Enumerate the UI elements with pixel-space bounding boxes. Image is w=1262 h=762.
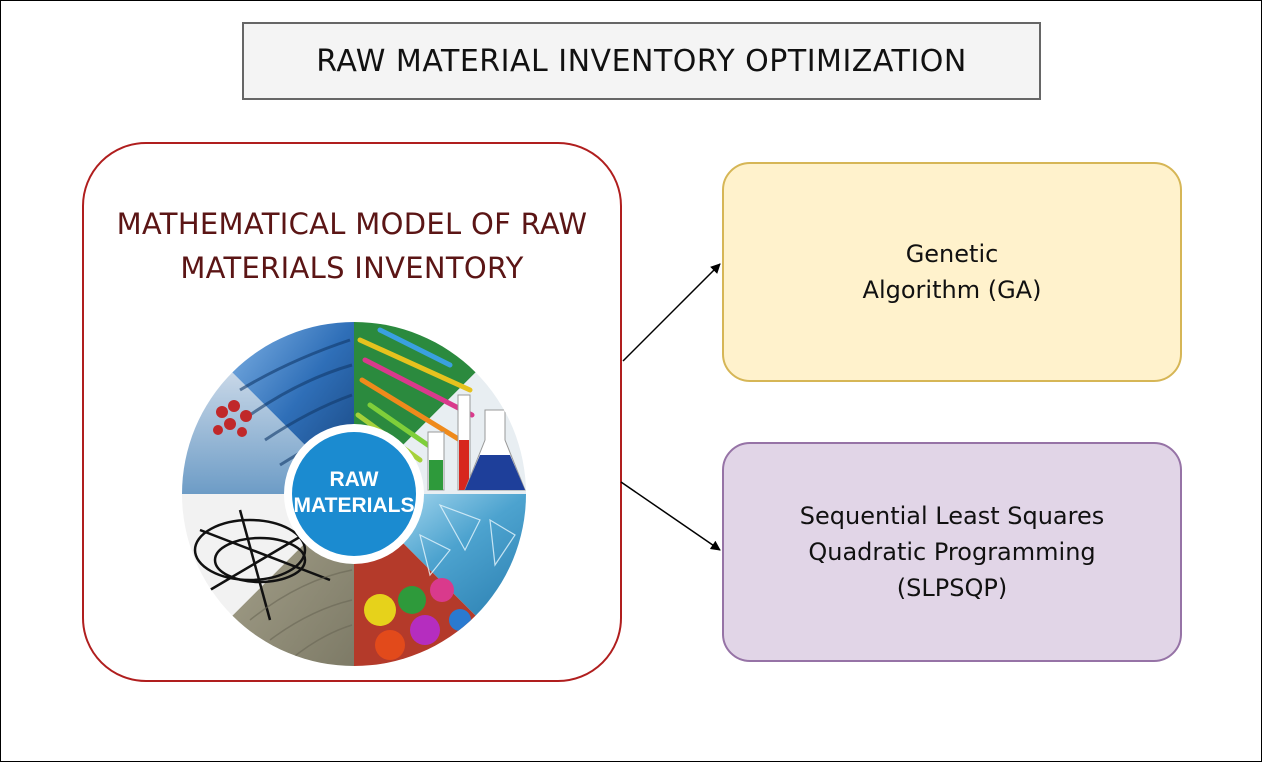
genetic-algorithm-box: Genetic Algorithm (GA) bbox=[722, 162, 1182, 382]
diagram-title-box: RAW MATERIAL INVENTORY OPTIMIZATION bbox=[242, 22, 1041, 100]
ga-label-line-2: Algorithm (GA) bbox=[862, 276, 1042, 304]
wheel-label-line-1: RAW bbox=[330, 468, 379, 491]
slpsqp-label-line-2: Quadratic Programming bbox=[808, 538, 1096, 566]
arrow-to-slpsqp bbox=[620, 481, 721, 551]
model-title-line-1: MATHEMATICAL MODEL OF RAW bbox=[116, 207, 588, 241]
slpsqp-box: Sequential Least Squares Quadratic Progr… bbox=[722, 442, 1182, 662]
mathematical-model-box: MATHEMATICAL MODEL OF RAW MATERIALS INVE… bbox=[82, 142, 622, 682]
slpsqp-label-line-3: (SLPSQP) bbox=[896, 574, 1008, 602]
arrow-to-ga bbox=[622, 263, 721, 362]
model-title-line-2: MATERIALS INVENTORY bbox=[180, 251, 524, 285]
model-title: MATHEMATICAL MODEL OF RAW MATERIALS INVE… bbox=[84, 202, 620, 290]
ga-label-line-1: Genetic bbox=[905, 240, 999, 268]
wheel-label-line-2: MATERIALS bbox=[294, 494, 415, 517]
slpsqp-label-line-1: Sequential Least Squares bbox=[799, 502, 1105, 530]
diagram-title: RAW MATERIAL INVENTORY OPTIMIZATION bbox=[316, 43, 967, 79]
raw-materials-wheel-image: RAW MATERIALS bbox=[182, 322, 526, 666]
